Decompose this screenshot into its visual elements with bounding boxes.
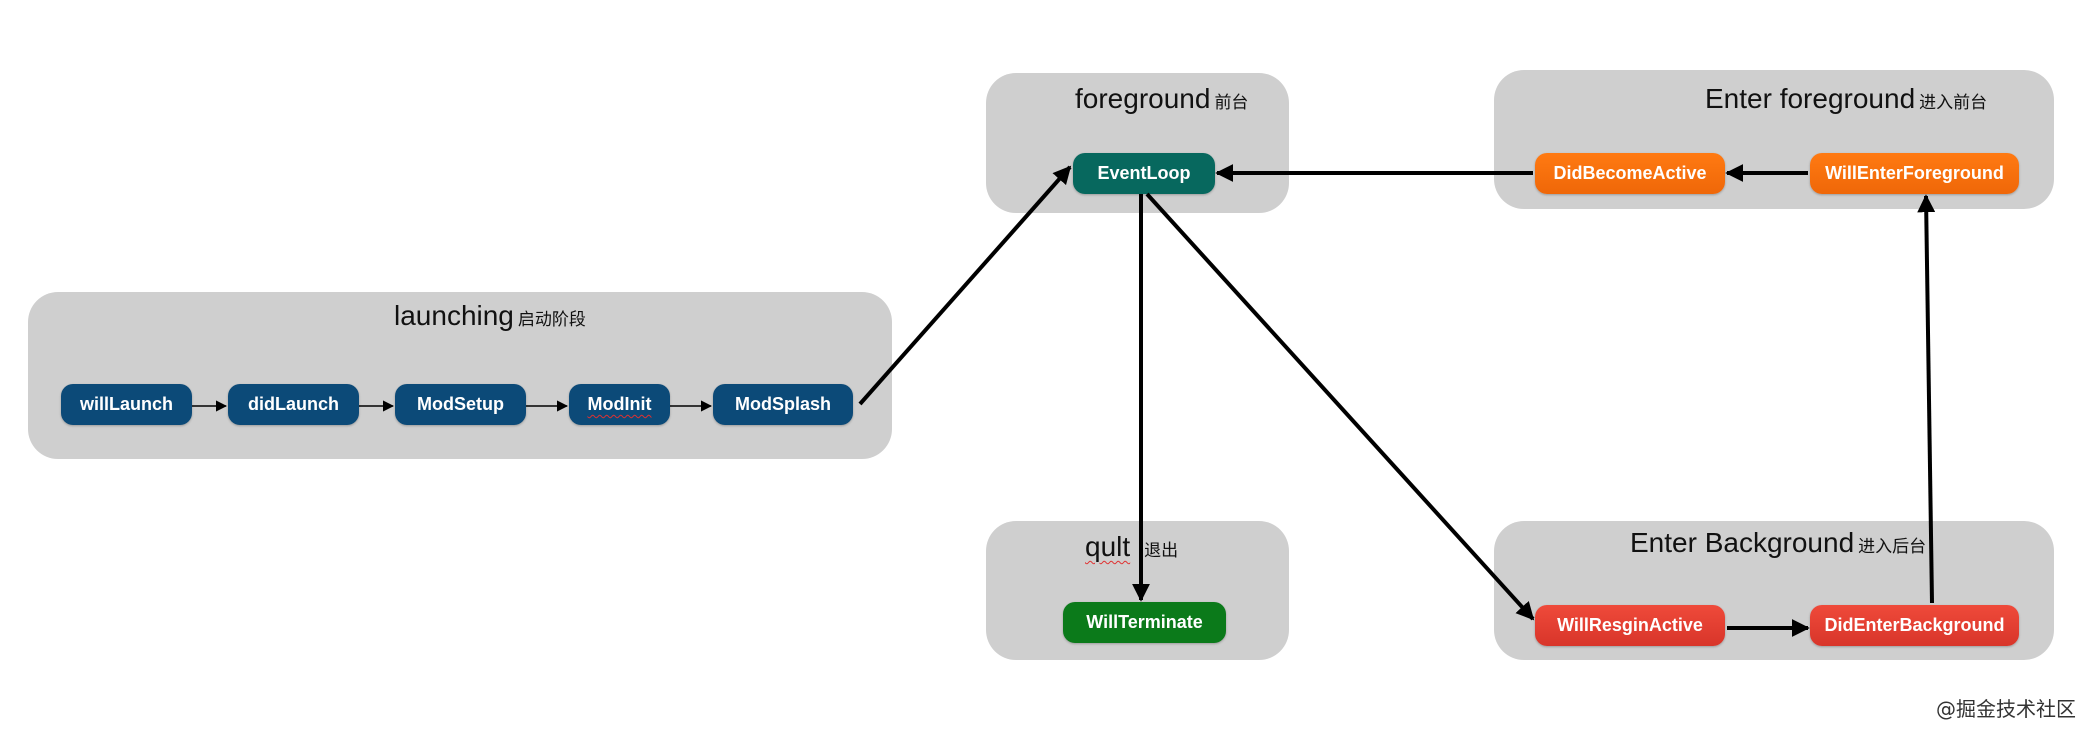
node-will-terminate[interactable]: WillTerminate: [1063, 602, 1226, 643]
node-will-terminate-label: WillTerminate: [1086, 612, 1203, 632]
node-will-enter-foreground-label: WillEnterForeground: [1825, 163, 2004, 183]
node-will-launch[interactable]: willLaunch: [61, 384, 192, 425]
group-launching: [28, 292, 892, 459]
group-quit-subtitle: 退出: [1144, 541, 1179, 560]
watermark: @掘金技术社区: [1936, 697, 2076, 721]
node-did-become-active-label: DidBecomeActive: [1553, 163, 1707, 183]
node-will-enter-foreground[interactable]: WillEnterForeground: [1810, 153, 2019, 194]
node-mod-setup-label: ModSetup: [417, 394, 504, 414]
node-mod-init-label: ModInit: [587, 394, 652, 414]
group-enter-foreground-title-text: Enter foreground: [1705, 83, 1916, 114]
node-event-loop[interactable]: EventLoop: [1073, 153, 1215, 194]
group-foreground-title-text: foreground: [1075, 83, 1211, 114]
node-event-loop-label: EventLoop: [1097, 163, 1191, 183]
node-did-enter-background-label: DidEnterBackground: [1824, 615, 2005, 635]
node-did-launch-label: didLaunch: [248, 394, 339, 414]
node-did-launch[interactable]: didLaunch: [228, 384, 359, 425]
group-enter-background-title-text: Enter Background: [1630, 527, 1855, 558]
group-launching-subtitle: 启动阶段: [517, 310, 586, 329]
node-will-resign-active[interactable]: WillResginActive: [1535, 605, 1725, 646]
node-did-become-active[interactable]: DidBecomeActive: [1535, 153, 1725, 194]
node-mod-splash-label: ModSplash: [734, 394, 831, 414]
group-foreground-subtitle: 前台: [1214, 93, 1249, 112]
group-enter-foreground-subtitle: 进入前台: [1919, 93, 1988, 112]
node-will-resign-active-label: WillResginActive: [1557, 615, 1703, 635]
group-launching-title-text: launching: [394, 300, 514, 331]
node-mod-splash[interactable]: ModSplash: [713, 384, 853, 425]
node-mod-init[interactable]: ModInit: [569, 384, 670, 425]
group-enter-background-subtitle: 进入后台: [1858, 537, 1927, 556]
group-quit-title: qult 退出: [1085, 531, 1178, 563]
group-quit-title-text: qult: [1085, 531, 1131, 562]
node-did-enter-background[interactable]: DidEnterBackground: [1810, 605, 2019, 646]
node-mod-setup[interactable]: ModSetup: [395, 384, 526, 425]
node-will-launch-label: willLaunch: [79, 394, 173, 414]
